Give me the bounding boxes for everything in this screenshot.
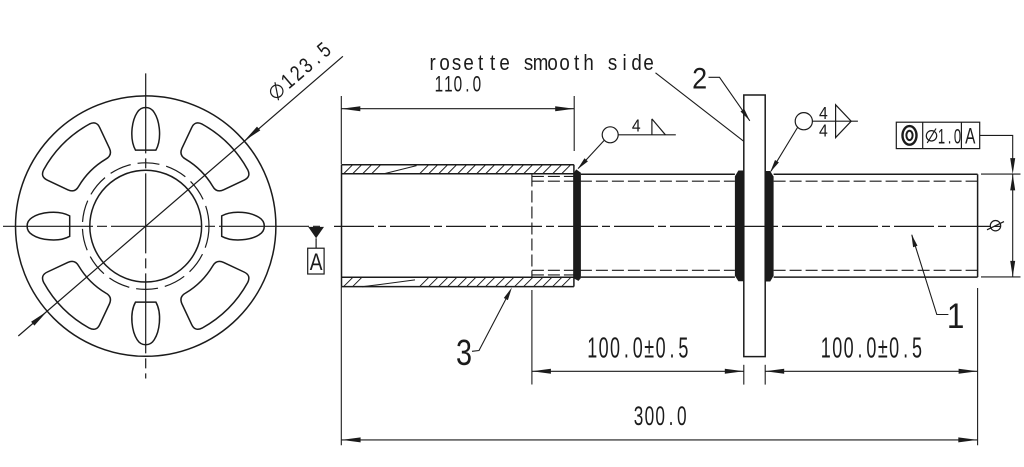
svg-text:300.0: 300.0 [634,401,687,431]
svg-text:A: A [310,248,323,276]
svg-text:100.0±0.5: 100.0±0.5 [587,332,688,364]
svg-text:100.0±0.5: 100.0±0.5 [821,332,922,364]
svg-text:123.5: 123.5 [277,38,337,94]
svg-text:2: 2 [692,62,707,96]
svg-text:4: 4 [819,103,828,123]
svg-text:110.0: 110.0 [435,73,482,98]
svg-text:3: 3 [456,332,472,373]
svg-text:A: A [965,125,976,149]
svg-text:1.0: 1.0 [938,124,961,148]
svg-text:rosette smooth side: rosette smooth side [430,52,654,76]
svg-text:4: 4 [632,116,641,136]
svg-text:4: 4 [819,121,828,141]
svg-text:1: 1 [947,297,965,336]
